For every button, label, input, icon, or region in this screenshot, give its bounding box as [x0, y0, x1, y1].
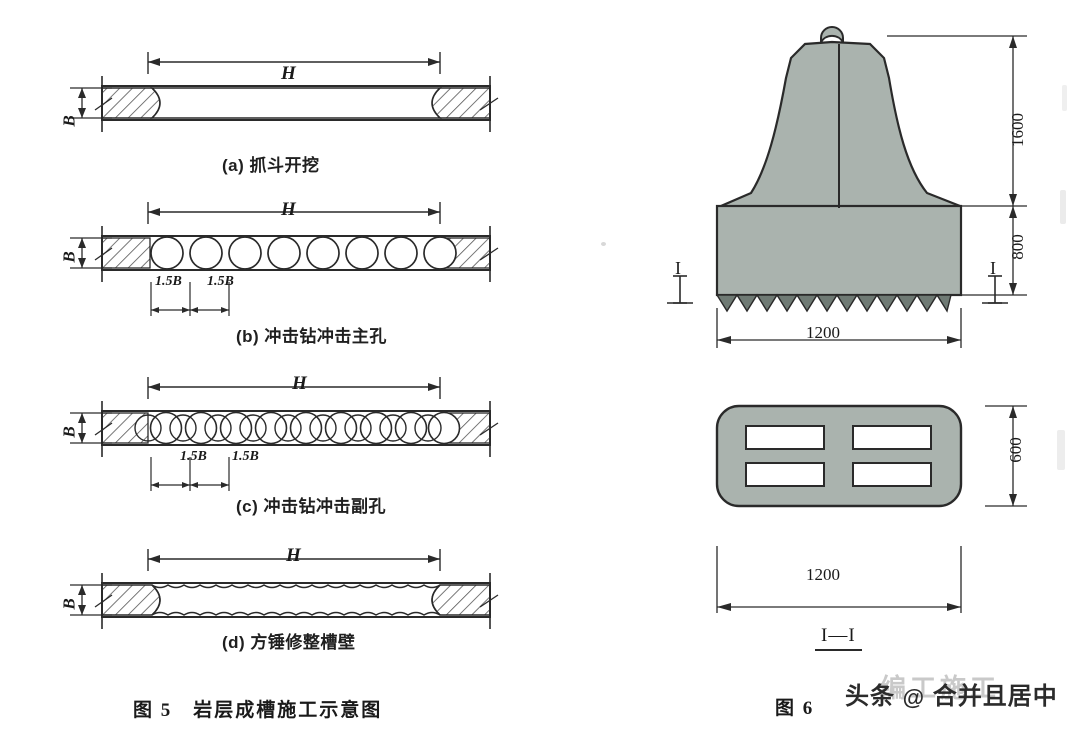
figure-5-drawing: [70, 52, 499, 629]
watermark-handle: 合并且居中: [932, 683, 1058, 710]
elevation-dim-800: 800: [1007, 234, 1027, 260]
scan-speck: [601, 242, 606, 246]
panel-d-height-dim-label: B: [59, 598, 79, 610]
figure-5-caption: 图 5 岩层成槽施工示意图: [133, 700, 383, 721]
panel-c-geometry: [70, 377, 499, 491]
panel-d-caption: (d) 方锤修整槽壁: [222, 633, 356, 652]
section-mark-right-label: I: [990, 258, 996, 278]
figure-5: [40, 40, 560, 680]
hammer-elevation: [715, 26, 963, 313]
panel-a-width-dim-label: H: [281, 63, 296, 84]
section-mark-left-label: I: [675, 258, 681, 278]
figure-6-caption: 图 6: [775, 698, 815, 719]
scan-speck: [1057, 430, 1065, 470]
section-title: I—I: [815, 625, 862, 651]
panel-c-spacing-right-label: 1.5B: [232, 449, 259, 464]
watermark-ghost-text: 编工施工: [880, 673, 1001, 703]
panel-a-height-dim-label: B: [59, 115, 79, 127]
section-marks: [667, 275, 1008, 304]
panel-b-height-dim-label: B: [59, 251, 79, 263]
section-plan: [715, 404, 963, 508]
panel-a-caption: (a) 抓斗开挖: [222, 156, 320, 175]
panel-d-width-dim-label: H: [286, 545, 301, 566]
section-dim-600: 600: [1005, 437, 1025, 463]
panel-c-caption: (c) 冲击钻冲击副孔: [236, 497, 386, 516]
watermark-prefix: 头条: [845, 683, 895, 710]
scan-speck: [1060, 190, 1066, 224]
panel-c-spacing-left-label: 1.5B: [180, 449, 207, 464]
panel-b-width-dim-label: H: [281, 199, 296, 220]
elevation-dim-1200: 1200: [806, 323, 840, 342]
panel-c-width-dim-label: H: [292, 373, 307, 394]
panel-b-spacing-left-label: 1.5B: [155, 274, 182, 289]
figure-6: [655, 18, 1075, 678]
watermark-at-icon: @: [902, 685, 926, 710]
panel-d-geometry: [70, 549, 499, 629]
panel-b-caption: (b) 冲击钻冲击主孔: [236, 327, 387, 346]
panel-b-spacing-right-label: 1.5B: [207, 274, 234, 289]
watermark: 头条 @ 合并且居中: [845, 676, 1058, 711]
figure-6-drawing: [667, 26, 1027, 613]
panel-c-height-dim-label: B: [59, 426, 79, 438]
scan-speck: [1062, 85, 1067, 111]
section-dim-1200: 1200: [806, 565, 840, 584]
panel-a-geometry: [70, 52, 499, 132]
elevation-dimensions: [716, 35, 1027, 348]
elevation-dim-1600: 1600: [1008, 113, 1027, 147]
section-dimensions: [716, 405, 1027, 613]
panel-b-geometry: [70, 202, 499, 316]
